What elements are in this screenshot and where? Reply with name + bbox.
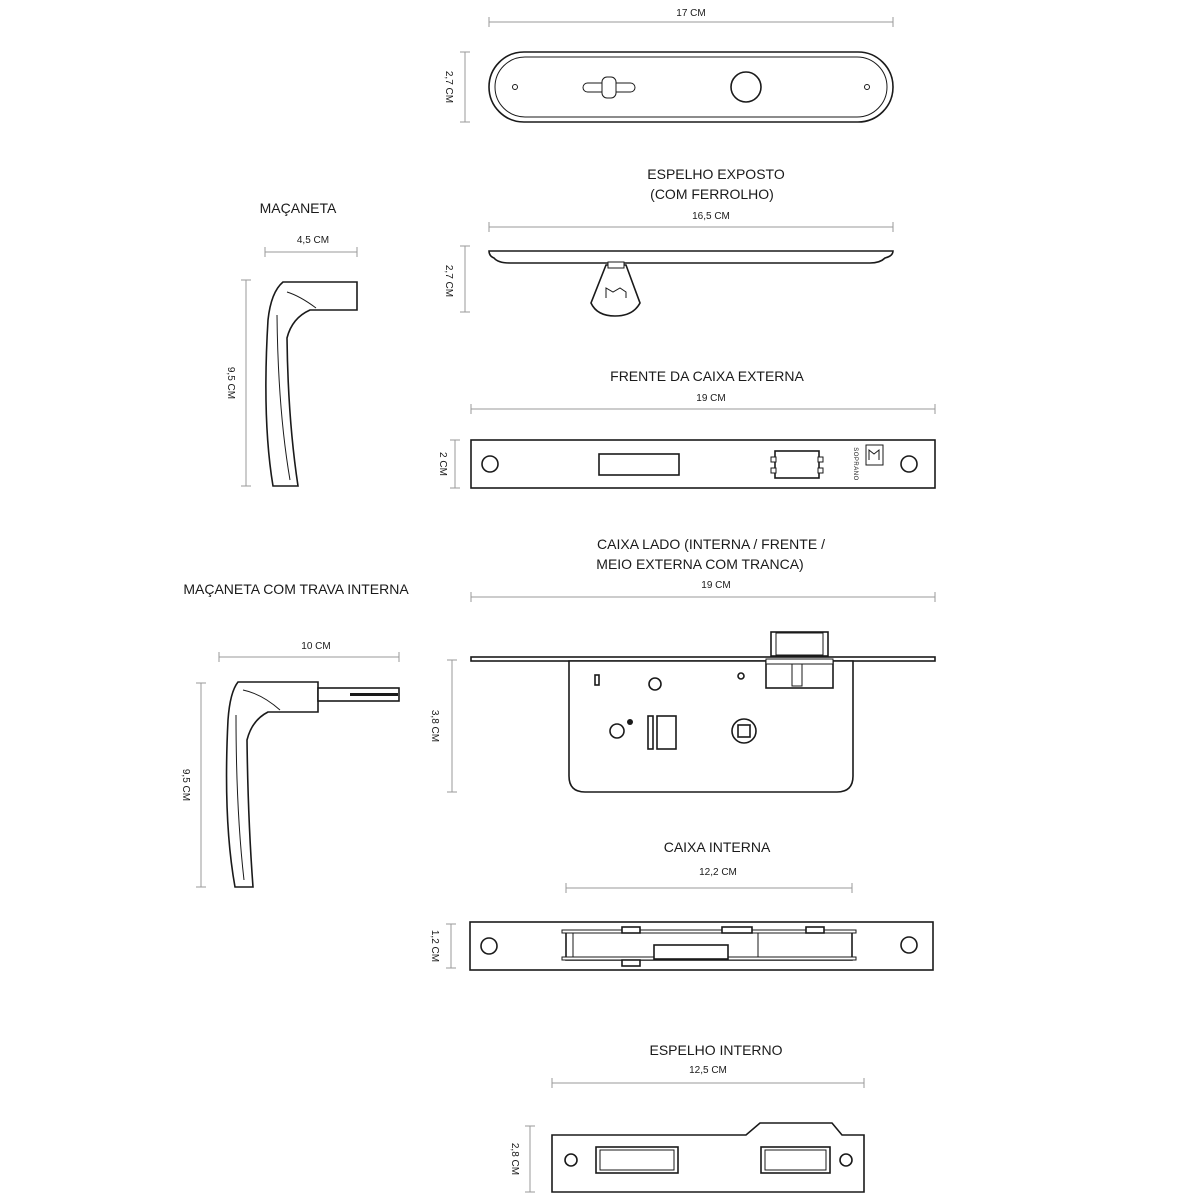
macaneta-title: MAÇANETA <box>260 200 337 216</box>
interna-width-label: 12,2 CM <box>699 867 737 878</box>
spindle-square-hole <box>737 724 751 738</box>
side-slot-small <box>594 674 600 686</box>
internal-tab-4 <box>621 959 641 967</box>
side-bar-slot <box>647 715 654 750</box>
cam-pin <box>627 719 633 725</box>
internal-tab-1 <box>621 926 641 934</box>
handle-contour-line <box>286 291 317 309</box>
front-screw-hole-right <box>900 455 918 473</box>
external-box-front-view: FRENTE DA CAIXA EXTERNA 19 CM 2 CM SOPRA… <box>437 368 936 489</box>
plate-screw-hole-left <box>512 84 518 90</box>
internal-box-view: CAIXA INTERNA 12,2 CM 1,2 CM <box>429 839 934 971</box>
handle-height-label: 9,5 CM <box>225 367 236 399</box>
caixa-lado-title-1: CAIXA LADO (INTERNA / FRENTE / <box>597 536 825 552</box>
lock-body-case <box>568 660 854 793</box>
side-rect-slot <box>656 715 677 750</box>
caixa-lado-title-2: MEIO EXTERNA COM TRANCA) <box>596 556 803 572</box>
side-rivet <box>737 672 745 680</box>
handle-highlight-line <box>276 314 291 481</box>
deadbolt-slot <box>598 453 680 476</box>
latch-slot <box>774 450 820 479</box>
trava-width-label: 10 CM <box>301 641 330 652</box>
internal-tab-2 <box>721 926 753 934</box>
cylinder-cam-hole <box>609 723 625 739</box>
side-hole-top <box>648 677 662 691</box>
spindle-tab <box>350 693 398 696</box>
brand-name: SOPRANO <box>852 447 858 481</box>
espelho-interno-title: ESPELHO INTERNO <box>649 1042 782 1058</box>
escutcheon-plate-inner-edge <box>494 56 888 118</box>
strike-screw-hole-right <box>839 1153 853 1167</box>
internal-screw-hole-right <box>900 936 918 954</box>
frente-height-label: 2 CM <box>437 452 448 476</box>
front-plate <box>470 439 936 489</box>
handle-lock-contour <box>242 689 281 711</box>
exposto-height-label: 2,7 CM <box>443 265 454 297</box>
handle-with-lock-view: MAÇANETA COM TRAVA INTERNA 10 CM 9,5 CM <box>180 581 409 888</box>
internal-tab-3 <box>805 926 825 934</box>
internal-escutcheon-view: ESPELHO INTERNO 12,5 CM 2,8 CM <box>509 1042 865 1193</box>
lado-width-label: 19 CM <box>701 580 730 591</box>
interna-height-label: 1,2 CM <box>429 930 440 962</box>
lock-body-side-view: CAIXA LADO (INTERNA / FRENTE / MEIO EXTE… <box>429 536 936 793</box>
espelho-exposto-title-1: ESPELHO EXPOSTO <box>647 166 785 182</box>
strike-plate <box>551 1122 865 1193</box>
strike-screw-hole-left <box>564 1153 578 1167</box>
frente-width-label: 19 CM <box>696 393 725 404</box>
bolt-knob-neck <box>607 261 625 269</box>
front-screw-hole-left <box>481 455 499 473</box>
escutcheon-plate-view: 17 CM 2,7 CM <box>443 8 894 123</box>
macaneta-trava-title: MAÇANETA COM TRAVA INTERNA <box>183 581 409 597</box>
internal-bolt-slot <box>653 944 729 960</box>
key-cylinder-hole <box>730 71 762 103</box>
internal-screw-hole-left <box>480 937 498 955</box>
caixa-interna-title: CAIXA INTERNA <box>664 839 771 855</box>
handle-view: MAÇANETA 4,5 CM 9,5 CM <box>225 200 358 487</box>
plate-screw-hole-right <box>864 84 870 90</box>
thumb-turn-icon <box>582 76 636 99</box>
handle-lever <box>265 281 358 487</box>
plate-height-label: 2,7 CM <box>443 71 454 103</box>
exposed-escutcheon-view: ESPELHO EXPOSTO (COM FERROLHO) 16,5 CM 2… <box>443 166 894 317</box>
handle-width-label: 4,5 CM <box>297 235 329 246</box>
lado-height-label: 3,8 CM <box>429 710 440 742</box>
exposto-width-label: 16,5 CM <box>692 211 730 222</box>
espelho-int-width-label: 12,5 CM <box>689 1065 727 1076</box>
trava-height-label: 9,5 CM <box>180 769 191 801</box>
plate-width-label: 17 CM <box>676 8 705 19</box>
exposed-plate-side <box>488 250 894 264</box>
handle-lock-highlight <box>235 714 245 881</box>
brand-logo-icon <box>605 287 627 298</box>
espelho-exposto-title-2: (COM FERROLHO) <box>650 186 774 202</box>
espelho-int-height-label: 2,8 CM <box>509 1143 520 1175</box>
handle-lever-locking <box>225 681 319 888</box>
frente-caixa-title: FRENTE DA CAIXA EXTERNA <box>610 368 804 384</box>
